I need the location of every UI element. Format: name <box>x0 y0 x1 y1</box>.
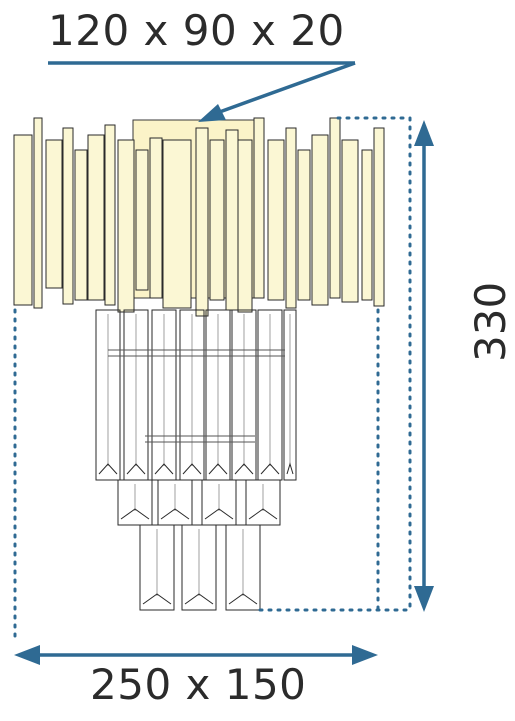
mount-dimension-label: 120 x 90 x 20 <box>48 6 345 55</box>
crystal-rod <box>341 139 359 303</box>
crystal-rod <box>117 139 135 313</box>
crystal-rod <box>329 117 341 299</box>
crystal-rod <box>361 149 373 301</box>
crystal-prism <box>151 309 177 481</box>
wall-lamp-drawing <box>13 61 434 665</box>
crystal-rod <box>195 127 209 317</box>
crystal-prism <box>201 479 237 526</box>
crystal-rod <box>162 139 192 309</box>
crystal-rod <box>373 127 385 307</box>
crystal-rod <box>87 134 105 301</box>
crystal-rod <box>13 134 33 306</box>
crystal-prism <box>257 309 283 481</box>
crystal-prism <box>225 524 261 611</box>
lower-crystal-prisms <box>95 309 297 611</box>
crystal-prism <box>181 524 217 611</box>
crystal-prism <box>139 524 175 611</box>
height-dimension-label: 330 <box>466 281 515 362</box>
crystal-prism <box>231 309 257 481</box>
support-rails <box>108 349 285 443</box>
crystal-rod <box>62 127 74 305</box>
crystal-prism <box>123 309 149 481</box>
width-depth-dimension-label: 250 x 150 <box>90 660 307 709</box>
crystal-prism <box>205 309 231 481</box>
crystal-rod <box>74 149 88 301</box>
upper-crystal-rods <box>13 117 385 317</box>
crystal-rod <box>285 127 297 309</box>
crystal-rod <box>237 139 253 313</box>
mount-leader-arrow <box>48 61 356 122</box>
crystal-rod <box>45 139 63 289</box>
crystal-prism <box>179 309 205 481</box>
crystal-rod <box>149 137 163 299</box>
height-arrow <box>414 120 434 612</box>
crystal-rod <box>209 139 225 301</box>
width-arrow <box>14 645 378 665</box>
crystal-rod <box>33 117 43 309</box>
crystal-rod <box>135 149 149 291</box>
crystal-rod <box>104 124 116 306</box>
crystal-prism <box>245 479 281 526</box>
crystal-prism <box>283 309 297 481</box>
crystal-prism <box>95 309 121 481</box>
dotted-guides <box>13 116 412 642</box>
crystal-prism <box>157 479 193 526</box>
crystal-rod <box>267 139 285 301</box>
crystal-rod <box>253 117 265 299</box>
crystal-rod <box>225 129 239 311</box>
crystal-prism <box>117 479 153 526</box>
crystal-rod <box>297 149 311 301</box>
crystal-rod <box>311 134 329 306</box>
lamp-dimension-diagram: 120 x 90 x 20 330 250 x 150 <box>13 6 515 709</box>
